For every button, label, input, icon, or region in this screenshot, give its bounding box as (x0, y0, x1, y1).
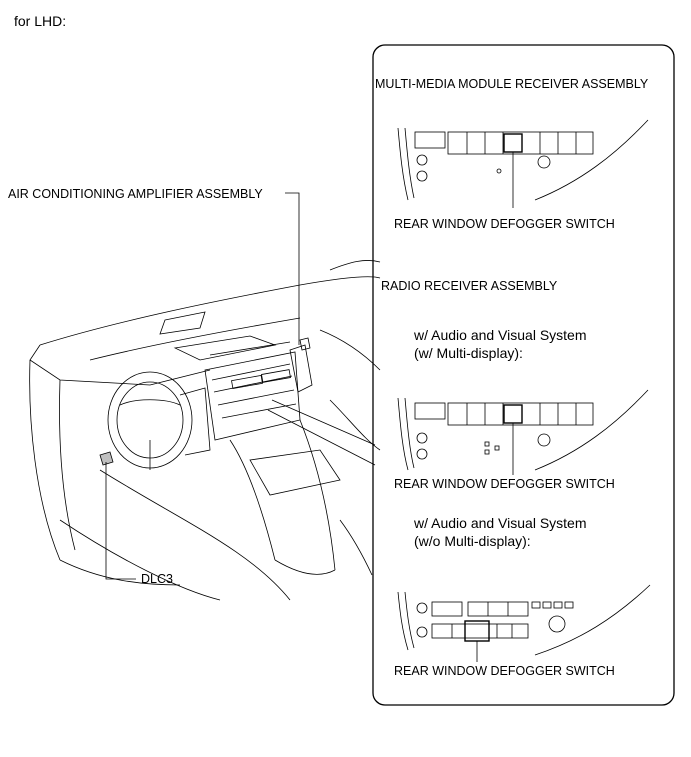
radio-without-display-detail (397, 584, 651, 662)
defogger-switch-label-1: REAR WINDOW DEFOGGER SWITCH (394, 217, 615, 231)
variant-with-display-line2: (w/ Multi-display): (414, 345, 523, 361)
mm-module-title: MULTI-MEDIA MODULE RECEIVER ASSEMBLY (375, 77, 649, 91)
radio-receiver-title: RADIO RECEIVER ASSEMBLY (381, 279, 558, 293)
dashboard-illustration (29, 260, 381, 601)
defogger-switch-label-3: REAR WINDOW DEFOGGER SWITCH (394, 664, 615, 678)
radio-with-display-detail (397, 389, 649, 475)
variant-with-display-line1: w/ Audio and Visual System (414, 327, 587, 343)
defogger-switch-label-2: REAR WINDOW DEFOGGER SWITCH (394, 477, 615, 491)
variant-without-display-line1: w/ Audio and Visual System (414, 515, 587, 531)
air-conditioning-amplifier-label: AIR CONDITIONING AMPLIFIER ASSEMBLY (8, 187, 263, 201)
detail-panel-frame (372, 44, 675, 706)
dlc3-label: DLC3 (141, 572, 173, 586)
mm-module-detail (397, 119, 649, 208)
variant-without-display-line2: (w/o Multi-display): (414, 533, 531, 549)
page-title: for LHD: (14, 13, 67, 29)
